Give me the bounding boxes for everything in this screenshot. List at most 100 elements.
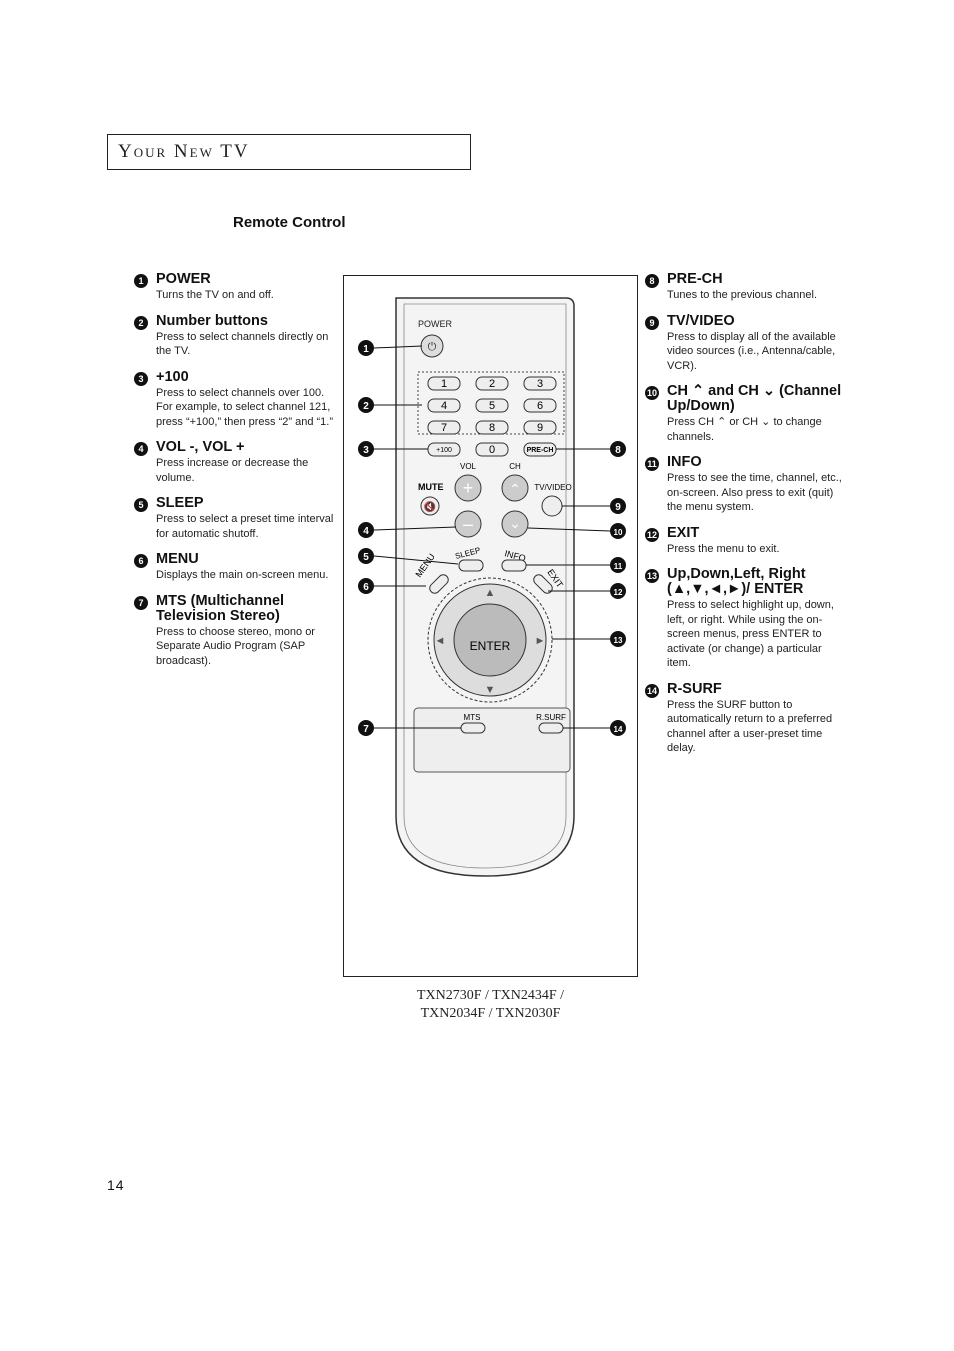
page-number: 14: [107, 1177, 125, 1193]
item-description: Press to see the time, channel, etc., on…: [667, 472, 842, 513]
chevron-up-icon: ⌃: [509, 481, 521, 497]
tvvideo-label: TV/VIDEO: [534, 483, 571, 492]
callout-badge: [358, 578, 374, 594]
digit-button: [523, 398, 557, 413]
callout-number: 10: [614, 528, 623, 537]
callout-number: 8: [615, 445, 621, 456]
item-title: +100: [156, 368, 189, 385]
caption-line: TXN2034F / TXN2030F: [420, 1006, 561, 1021]
callout-badge: [358, 441, 374, 457]
number-badge: 7: [134, 595, 148, 610]
prech-label: PRE-CH: [527, 447, 554, 454]
number-badge: 5: [134, 498, 148, 512]
item-description: Press the menu to exit.: [667, 542, 780, 555]
number-badge: 10: [645, 386, 659, 400]
mute-icon: 🔇: [424, 500, 436, 513]
callout-line: [373, 526, 457, 531]
enter-button: [453, 603, 527, 677]
remote-control-illustration: POWER ⏻ 1 2 3 4 5 6 7 8 9 0 +100: [358, 297, 626, 877]
rsurf-button: [538, 722, 564, 734]
callout-badge: [610, 720, 626, 736]
digit-button: [475, 376, 509, 391]
item-description: Press to select highlight up, down, left…: [667, 599, 834, 669]
right-column: 8 PRE-CH Tunes to the previous channel. …: [645, 272, 845, 767]
plus-icon: +: [463, 478, 474, 498]
digit-button: [427, 420, 461, 435]
item-title: INFO: [667, 454, 702, 470]
chevron-down-icon: ⌄: [509, 515, 521, 531]
callout-number: 1: [363, 344, 369, 355]
callout-line: [527, 527, 611, 532]
dpad-outer-ring: [427, 577, 553, 703]
list-item: 10 CH ⌃ and CH ⌄ (Channel Up/Down) Press…: [645, 384, 845, 444]
section-title: Remote Control: [233, 214, 346, 231]
digit-label: 1: [441, 378, 447, 390]
power-label: POWER: [418, 319, 453, 329]
digit-button: [523, 420, 557, 435]
number-badge: 1: [134, 274, 148, 288]
digit-label: 7: [441, 422, 447, 434]
callout-line: [373, 555, 459, 565]
arrow-left-icon: ◄: [435, 635, 446, 647]
number-badge: 11: [645, 457, 659, 471]
list-item: 2 Number buttons Press to select channel…: [134, 312, 334, 359]
digit-button: [427, 398, 461, 413]
digit-label: 8: [489, 422, 495, 434]
list-item: 13 Up,Down,Left, Right (▲,▼,◄,►)/ ENTER …: [645, 567, 845, 671]
item-description: Press to choose stereo, mono or Separate…: [156, 625, 315, 667]
digit-button: [475, 398, 509, 413]
list-item: 12 EXIT Press the menu to exit.: [645, 525, 845, 557]
item-description: Press to display all of the available vi…: [667, 330, 836, 372]
ch-up-button: [501, 474, 529, 502]
arrow-down-icon: ▼: [485, 684, 496, 696]
digit-label: 2: [489, 378, 495, 390]
number-badge: 4: [134, 442, 148, 456]
callout-number: 14: [614, 725, 623, 734]
header-box: [107, 134, 471, 170]
page-header-title: Your New TV: [118, 141, 250, 162]
arrow-right-icon: ►: [535, 635, 546, 647]
info-button: [501, 559, 527, 572]
item-title: POWER: [156, 271, 211, 287]
digit-label: 3: [537, 378, 543, 390]
item-description: Press CH ⌃ or CH ⌄ to change channels.: [667, 416, 822, 443]
callout-number: 9: [615, 502, 621, 513]
digit-button: [427, 376, 461, 391]
number-badge: 9: [645, 315, 659, 330]
number-badge: 13: [645, 569, 659, 583]
digit-button: [475, 442, 509, 457]
item-description: Press increase or decrease the volume.: [156, 457, 309, 484]
vol-label: VOL: [460, 462, 477, 471]
mute-button: [420, 496, 440, 516]
callout-badge: [610, 557, 626, 573]
callouts: 1 2 3 4 5 6 7 8 9 10 11 12 13 14: [358, 340, 626, 736]
callout-badge: [610, 583, 626, 599]
callout-number: 11: [614, 562, 623, 571]
callout-number: 5: [363, 552, 369, 563]
ch-down-button: [501, 510, 529, 538]
callout-number: 12: [614, 588, 623, 597]
digit-label: 9: [537, 422, 543, 434]
enter-label: ENTER: [470, 639, 511, 653]
lower-panel: [413, 707, 571, 773]
callout-badge: [358, 340, 374, 356]
number-buttons: 1 2 3 4 5 6 7 8 9 0: [427, 376, 557, 457]
list-item: 4 VOL -, VOL + Press increase or decreas…: [134, 440, 334, 485]
item-title: CH ⌃ and CH ⌄ (Channel Up/Down): [667, 383, 842, 414]
number-badge: 2: [134, 315, 148, 330]
list-item: 1 POWER Turns the TV on and off.: [134, 272, 334, 303]
item-description: Press to select channels over 100. For e…: [156, 386, 333, 428]
plus100-label: +100: [436, 447, 452, 454]
item-title: MTS (Multichannel Television Stereo): [156, 592, 285, 624]
callout-badge: [358, 522, 374, 538]
ch-label: CH: [509, 462, 521, 471]
list-item: 14 R-SURF Press the SURF button to autom…: [645, 681, 845, 756]
item-title: SLEEP: [156, 495, 204, 511]
vol-up-button: [454, 474, 482, 502]
list-item: 7 MTS (Multichannel Television Stereo) P…: [134, 592, 334, 669]
left-column: 1 POWER Turns the TV on and off. 2 Numbe…: [134, 272, 334, 679]
item-title: Up,Down,Left, Right (▲,▼,◄,►)/ ENTER: [667, 566, 806, 597]
item-title: Number buttons: [156, 312, 268, 329]
digit-button: [475, 420, 509, 435]
digit-button: [523, 376, 557, 391]
